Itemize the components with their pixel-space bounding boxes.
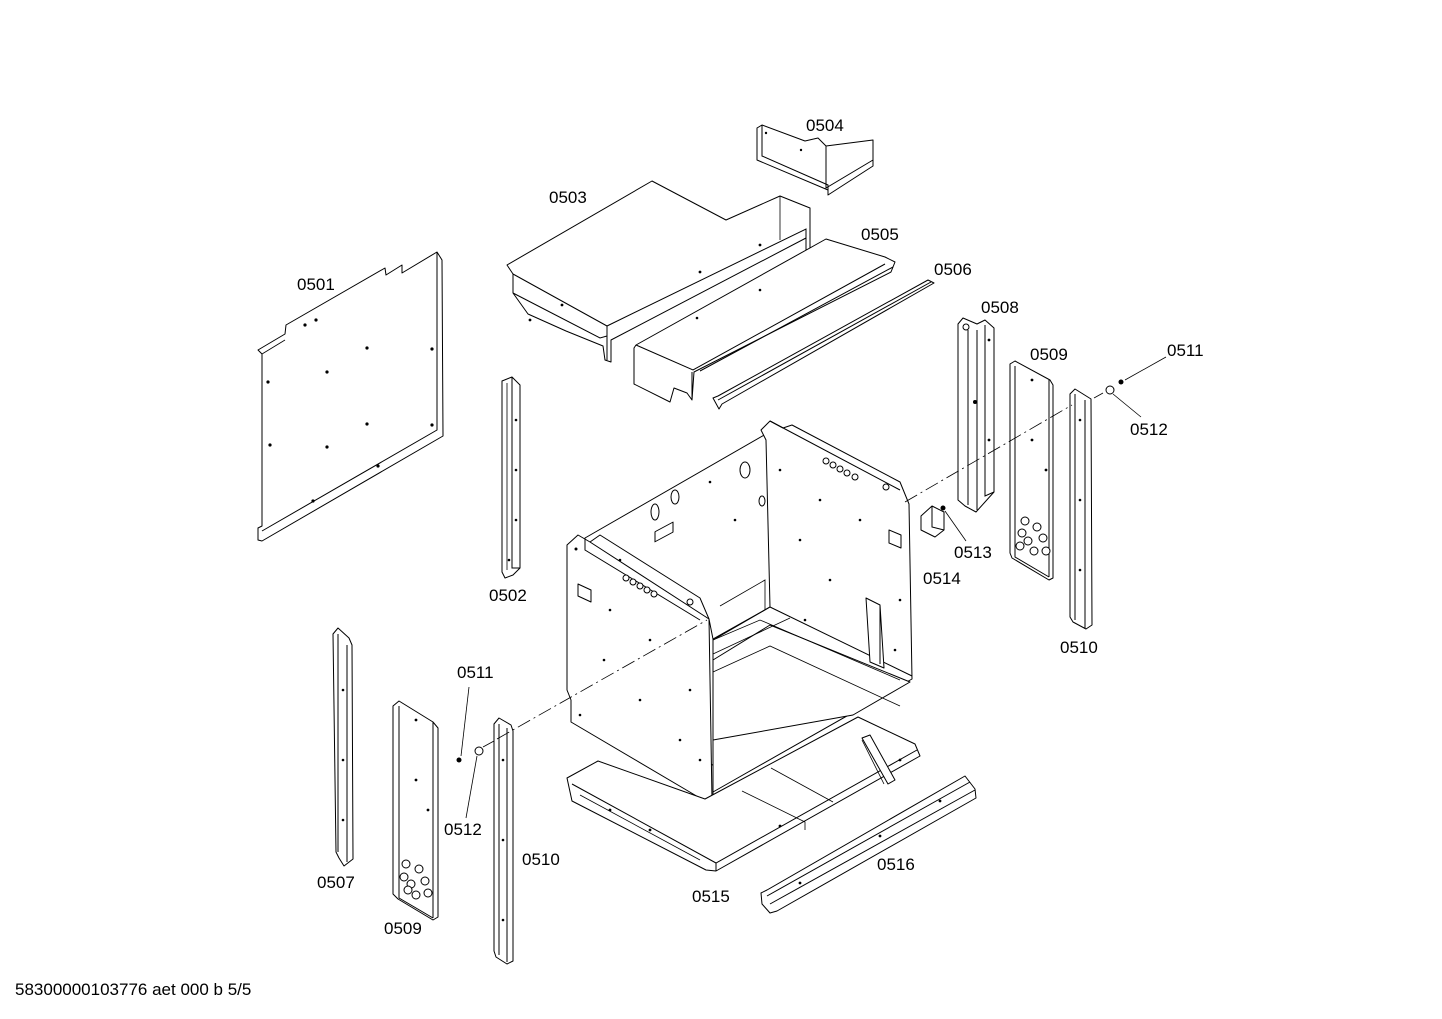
part-0502-vertical-strip[interactable] — [501, 376, 521, 579]
label-0510-left: 0510 — [522, 850, 560, 869]
label-0503: 0503 — [549, 188, 587, 207]
label-0514: 0514 — [923, 569, 961, 588]
document-id-footer: 58300000103776 aet 000 b 5/5 — [15, 980, 252, 999]
part-0506-rail[interactable] — [712, 279, 935, 410]
label-0509-right: 0509 — [1030, 345, 1068, 364]
label-0502: 0502 — [489, 586, 527, 605]
part-0510-right-rail[interactable] — [1069, 388, 1093, 630]
part-0509-left-plate[interactable] — [392, 700, 439, 921]
label-0512-right: 0512 — [1130, 420, 1168, 439]
part-0514-small-bracket[interactable] — [920, 505, 945, 538]
part-0510-left-rail[interactable] — [493, 717, 514, 965]
part-0504-bracket-cover[interactable] — [756, 124, 874, 196]
part-0516-front-bar[interactable] — [760, 775, 977, 914]
label-0511-right: 0511 — [1167, 341, 1204, 360]
leader-lines — [460, 356, 1167, 819]
label-0507: 0507 — [317, 873, 355, 892]
part-0509-right-plate[interactable] — [1009, 360, 1054, 581]
part-0503-top-cover[interactable] — [506, 180, 811, 363]
label-0508: 0508 — [981, 298, 1019, 317]
part-0507-left-rail[interactable] — [332, 627, 354, 867]
part-0513-screw[interactable] — [940, 505, 946, 511]
label-0506: 0506 — [934, 260, 972, 279]
oven-cavity-body[interactable] — [566, 420, 913, 802]
label-0510-right: 0510 — [1060, 638, 1098, 657]
label-0512-left: 0512 — [444, 820, 482, 839]
label-0516: 0516 — [877, 855, 915, 874]
label-0505: 0505 — [861, 225, 899, 244]
part-0505-duct-channel[interactable] — [633, 238, 896, 403]
label-0511-left: 0511 — [457, 663, 494, 682]
part-0508-vertical-post[interactable] — [957, 317, 995, 513]
label-0504: 0504 — [806, 116, 844, 135]
part-labels: 0504 0503 0505 0506 0501 0508 0509 0511 … — [297, 116, 1204, 938]
fastener-0511-0512-left[interactable] — [456, 740, 495, 763]
part-0501-side-panel[interactable] — [257, 251, 444, 542]
label-0509-left: 0509 — [384, 919, 422, 938]
label-0513: 0513 — [954, 543, 992, 562]
part-0515-base-tray[interactable] — [566, 716, 921, 872]
label-0501: 0501 — [297, 275, 335, 294]
assembly-centerlines — [496, 404, 1073, 740]
fastener-0511-0512-right[interactable] — [1093, 379, 1124, 399]
label-0515: 0515 — [692, 887, 730, 906]
